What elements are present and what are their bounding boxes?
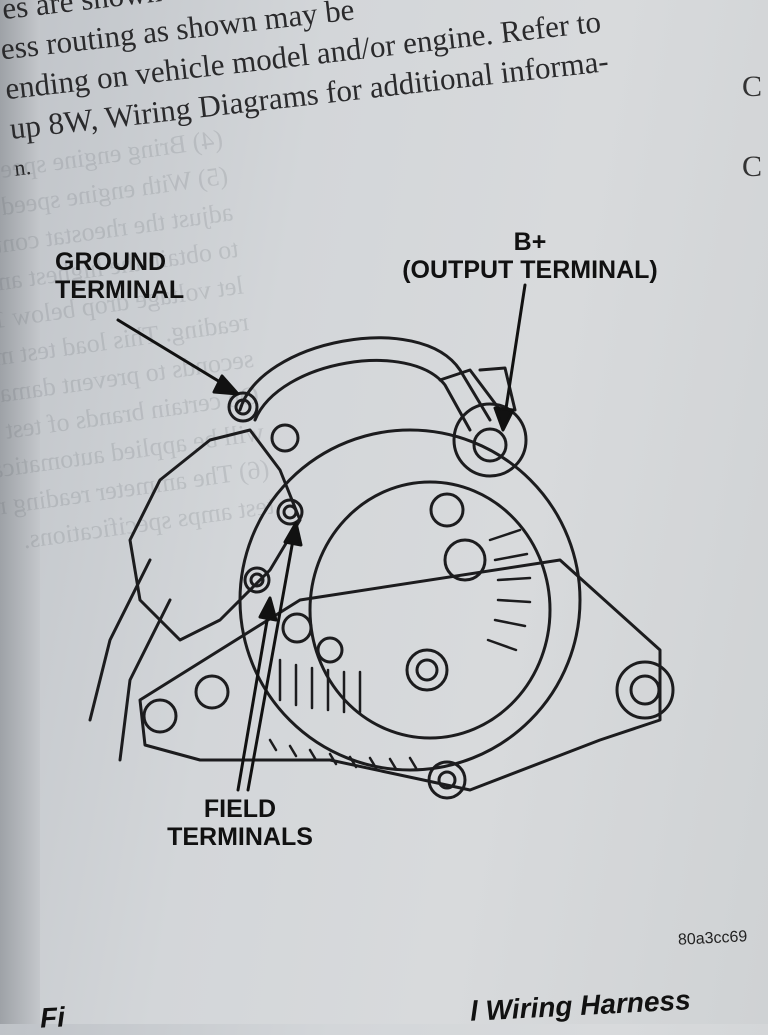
figure-id: 80a3cc69 xyxy=(677,928,748,949)
margin-letter: C xyxy=(741,70,762,103)
callout-arrows xyxy=(116,283,527,792)
label-line: GROUND xyxy=(55,248,167,276)
label-line: FIELD xyxy=(203,795,277,823)
label-line: B+ xyxy=(513,228,547,256)
b-plus-terminal xyxy=(452,402,528,478)
page-gutter-shadow xyxy=(0,0,40,1024)
label-line: (OUTPUT TERMINAL) xyxy=(402,256,658,284)
wiring-harness xyxy=(128,428,302,642)
b-plus-output-terminal-label: B+ (OUTPUT TERMINAL) xyxy=(365,228,695,284)
field-terminals-label: FIELD TERMINALS xyxy=(165,795,315,851)
output-wire xyxy=(238,336,492,422)
cooling-slots xyxy=(268,528,532,771)
section-heading-left: Fi xyxy=(39,1001,66,1034)
ground-terminal-label: GROUND TERMINAL xyxy=(55,248,184,304)
pivot-bolt xyxy=(615,660,675,720)
bolts xyxy=(142,391,487,800)
margin-letter: C xyxy=(741,150,762,183)
mounting-bracket xyxy=(138,558,662,792)
label-line: TERMINALS xyxy=(167,823,313,851)
alternator-housing xyxy=(238,428,582,772)
label-line: TERMINAL xyxy=(55,276,185,304)
